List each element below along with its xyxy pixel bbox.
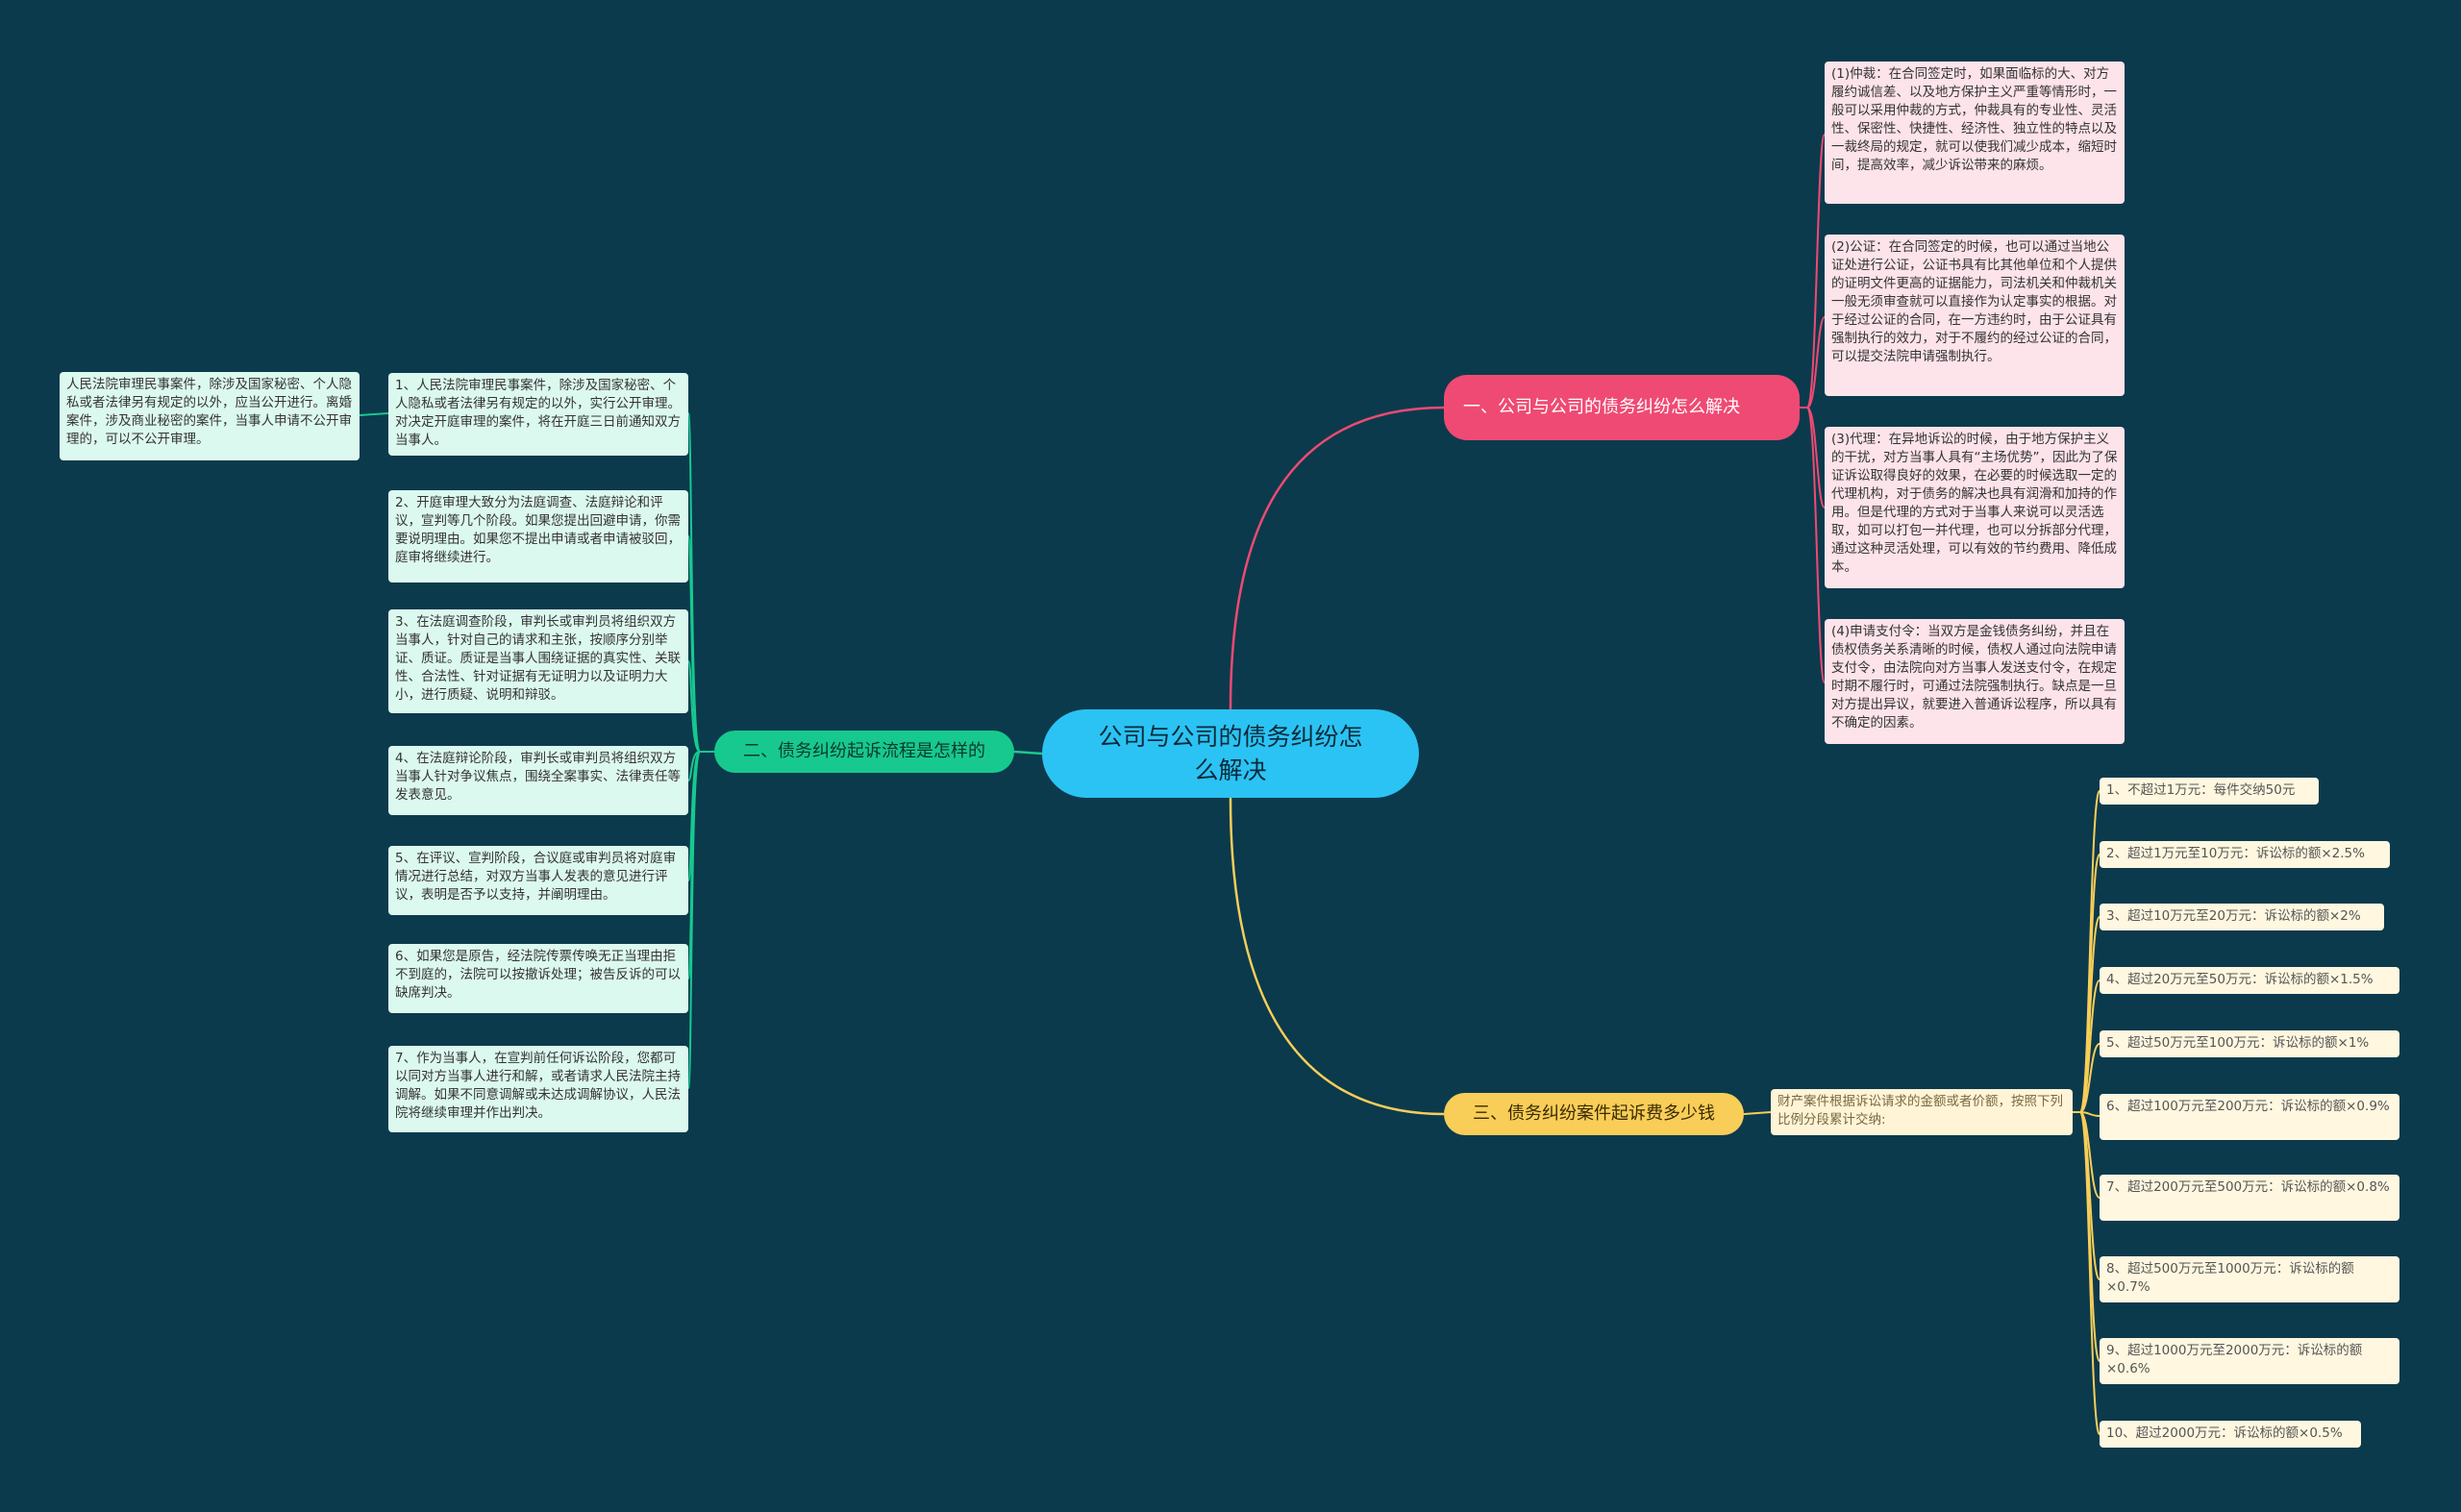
link-root-branch3 [1229, 797, 1445, 1116]
branch-3-item-2: 2、超过1万元至10万元：诉讼标的额×2.5% [2100, 841, 2390, 868]
branch-2-item-3: 3、在法庭调查阶段，审判长或审判员将组织双方当事人，针对自己的请求和主张，按顺序… [388, 609, 688, 713]
branch-3-item-6: 6、超过100万元至200万元：诉讼标的额×0.9% [2100, 1094, 2399, 1140]
branch-2-node[interactable]: 二、债务纠纷起诉流程是怎样的 [714, 731, 1014, 773]
branch-3-item-7: 7、超过200万元至500万元：诉讼标的额×0.8% [2100, 1175, 2399, 1221]
branch-2-sub-note: 人民法院审理民事案件，除涉及国家秘密、个人隐私或者法律另有规定的以外，应当公开进… [60, 372, 360, 460]
branch-3-node[interactable]: 三、债务纠纷案件起诉费多少钱 [1444, 1093, 1744, 1135]
branch-2-item-1: 1、人民法院审理民事案件，除涉及国家秘密、个人隐私或者法律另有规定的以外，实行公… [388, 373, 688, 456]
branch-3-item-3: 3、超过10万元至20万元：诉讼标的额×2% [2100, 904, 2384, 930]
branch-1-item-4: (4)申请支付令：当双方是金钱债务纠纷，并且在债权债务关系清晰的时候，债权人通过… [1825, 619, 2125, 744]
branch-1-item-1: (1)仲裁：在合同签定时，如果面临标的大、对方履约诚信差、以及地方保护主义严重等… [1825, 62, 2125, 204]
branch-3-item-8: 8、超过500万元至1000万元：诉讼标的额×0.7% [2100, 1256, 2399, 1302]
branch-3-item-9: 9、超过1000万元至2000万元：诉讼标的额×0.6% [2100, 1338, 2399, 1384]
link-root-branch1 [1229, 406, 1445, 710]
root-node[interactable]: 公司与公司的债务纠纷怎么解决 [1042, 709, 1419, 798]
branch-3-intro: 财产案件根据诉讼请求的金额或者价额，按照下列比例分段累计交纳: [1771, 1089, 2073, 1135]
branch-2-item-4: 4、在法庭辩论阶段，审判长或审判员将组织双方当事人针对争议焦点，围绕全案事实、法… [388, 746, 688, 815]
branch-2-item-6: 6、如果您是原告，经法院传票传唤无正当理由拒不到庭的，法院可以按撤诉处理；被告反… [388, 944, 688, 1013]
branch-3-item-4: 4、超过20万元至50万元：诉讼标的额×1.5% [2100, 967, 2399, 994]
branch-3-item-10: 10、超过2000万元：诉讼标的额×0.5% [2100, 1421, 2361, 1448]
branch-3-item-1: 1、不超过1万元：每件交纳50元 [2100, 778, 2319, 805]
link-root-branch2 [1013, 750, 1043, 756]
branch-1-node[interactable]: 一、公司与公司的债务纠纷怎么解决 [1444, 375, 1800, 440]
branch-1-item-2: (2)公证：在合同签定的时候，也可以通过当地公证处进行公证，公证书具有比其他单位… [1825, 235, 2125, 396]
branch-1-item-3: (3)代理：在异地诉讼的时候，由于地方保护主义的干扰，对方当事人具有“主场优势”… [1825, 427, 2125, 588]
branch-3-item-5: 5、超过50万元至100万元：诉讼标的额×1% [2100, 1030, 2399, 1057]
branch-2-item-7: 7、作为当事人，在宣判前任何诉讼阶段，您都可以同对方当事人进行和解，或者请求人民… [388, 1046, 688, 1132]
branch-2-item-2: 2、开庭审理大致分为法庭调查、法庭辩论和评议，宣判等几个阶段。如果您提出回避申请… [388, 490, 688, 582]
branch-2-item-5: 5、在评议、宣判阶段，合议庭或审判员将对庭审情况进行总结，对双方当事人发表的意见… [388, 846, 688, 915]
